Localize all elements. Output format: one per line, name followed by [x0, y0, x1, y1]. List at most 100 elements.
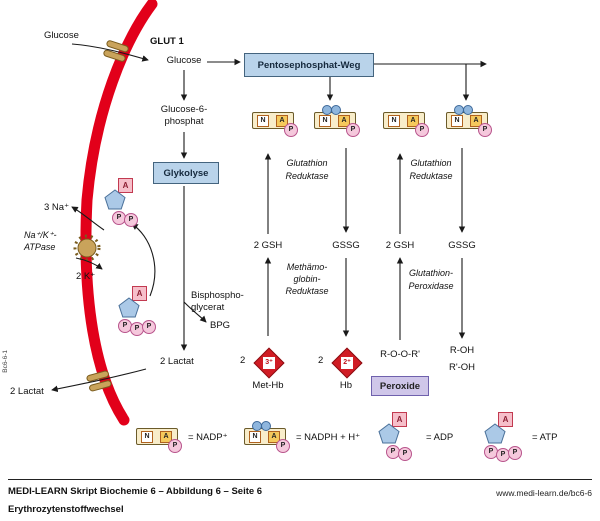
- label-glucose-out: Glucose: [44, 30, 79, 41]
- hydrogen-dot: [331, 105, 341, 115]
- phosphate-circle: P: [124, 213, 138, 227]
- adenine-card: A: [132, 286, 147, 301]
- enzyme-glutathion-reduktase-1b: Reduktase: [285, 171, 329, 181]
- phosphate-circle: P: [142, 320, 156, 334]
- nicotinamide-box: N: [388, 115, 400, 127]
- phosphate-circle: P: [398, 447, 412, 461]
- arrow-to-bpg: [183, 301, 207, 323]
- label-bisphospho-1: Bisphospho-: [191, 290, 244, 301]
- nicotinamide-box: N: [319, 115, 331, 127]
- enzyme-methb-reduktase-a: Methämo-: [286, 262, 328, 272]
- adenine-card: A: [498, 412, 513, 427]
- label-lactat-out: 2 Lactat: [10, 386, 44, 397]
- adp-icon: A P P: [102, 178, 148, 227]
- label-atpase-1: Na⁺/K⁺-: [24, 230, 57, 240]
- phosphate-circle: P: [496, 448, 510, 462]
- enzyme-glutathion-reduktase-2a: Glutathion: [410, 158, 452, 168]
- phosphate-circle: P: [478, 123, 492, 137]
- ribose-pentagon: [378, 423, 400, 444]
- label-gsh-1: 2 GSH: [253, 240, 283, 251]
- label-g6p-2: phosphat: [164, 116, 204, 127]
- glut1-transporter: [103, 40, 129, 62]
- phosphate-circle: P: [508, 446, 522, 460]
- label-gsh-2: 2 GSH: [385, 240, 415, 251]
- legend-atp-icon: A P P P: [482, 412, 528, 462]
- label-roh: R-OH: [449, 345, 475, 356]
- na-k-atpase-pump: [73, 234, 101, 262]
- adenine-box: A: [470, 115, 482, 127]
- lactate-transporter: [86, 370, 112, 392]
- legend-nadp-icon: N A P: [136, 428, 182, 453]
- label-methb: Met-Hb: [252, 380, 284, 391]
- nicotinamide-box: N: [141, 431, 153, 443]
- phosphate-circle: P: [415, 123, 429, 137]
- pentosephosphat-box: Pentosephosphat-Weg: [244, 53, 374, 77]
- ribose-pentagon: [484, 423, 506, 444]
- adenine-box: A: [160, 431, 172, 443]
- adenine-box: A: [276, 115, 288, 127]
- ribose-pentagon: [118, 297, 140, 318]
- label-3na: 3 Na⁺: [44, 202, 70, 213]
- footer-rule: [8, 479, 592, 480]
- phosphate-circle: P: [130, 322, 144, 336]
- met-hb-diamond: 3⁺: [253, 347, 285, 379]
- footer-title: MEDI-LEARN Skript Biochemie 6 – Abbildun…: [8, 486, 263, 497]
- arrow-na-out: [71, 206, 105, 231]
- nadp-icon-1: N A P: [252, 112, 298, 137]
- phosphate-circle: P: [168, 439, 182, 453]
- legend-nadph-label: = NADPH + H⁺: [296, 432, 361, 443]
- legend-adp-icon: A P P: [376, 412, 422, 461]
- label-peroxid-substrate: R-O-O-R': [380, 349, 420, 360]
- hb-count: 2: [318, 355, 324, 366]
- label-r2oh: R'-OH: [448, 362, 476, 373]
- legend-adp-label: = ADP: [426, 432, 454, 443]
- enzyme-glutathion-reduktase-1a: Glutathion: [286, 158, 328, 168]
- hb-diamond: 2⁺: [331, 347, 363, 379]
- legend-nadph-icon: N A P: [244, 421, 290, 453]
- adenine-card: A: [392, 412, 407, 427]
- iron-charge: 3⁺: [262, 356, 276, 370]
- phosphate-circle: P: [346, 123, 360, 137]
- peroxide-box: Peroxide: [371, 376, 429, 396]
- label-gssg-2: GSSG: [448, 240, 476, 251]
- atp-icon: A P P P: [116, 286, 162, 336]
- footer-url: www.medi-learn.de/bc6-6: [496, 488, 592, 498]
- arrow-atp-to-adp: [131, 223, 156, 297]
- label-lactat-in: 2 Lactat: [160, 356, 194, 367]
- phosphate-circle: P: [284, 123, 298, 137]
- enzyme-glutathion-reduktase-2b: Reduktase: [409, 171, 453, 181]
- label-gssg-1: GSSG: [332, 240, 360, 251]
- methb-count: 2: [240, 355, 246, 366]
- glykolyse-box: Glykolyse: [153, 162, 219, 184]
- enzyme-methb-reduktase-c: Reduktase: [285, 286, 329, 296]
- arrow-lactat-out: [51, 368, 147, 393]
- label-hb: Hb: [339, 380, 353, 391]
- nadph-icon-1: N A P: [314, 105, 360, 137]
- nicotinamide-box: N: [257, 115, 269, 127]
- enzyme-glutathion-peroxidase-b: Peroxidase: [408, 281, 454, 291]
- enzyme-glutathion-peroxidase-a: Glutathion-: [408, 268, 454, 278]
- nadp-icon-2: N A P: [383, 112, 429, 137]
- label-2k: 2 K⁺: [76, 271, 96, 282]
- legend-nadp-label: = NADP⁺: [188, 432, 228, 443]
- iron-charge: 2⁺: [340, 356, 354, 370]
- adenine-box: A: [407, 115, 419, 127]
- nicotinamide-box: N: [451, 115, 463, 127]
- arrow-glucose-in: [71, 43, 149, 62]
- enzyme-methb-reduktase-b: globin-: [293, 274, 321, 284]
- figure-code: Bc6-6-1: [2, 350, 9, 373]
- adenine-box: A: [268, 431, 280, 443]
- hydrogen-dot: [261, 421, 271, 431]
- label-glut1: GLUT 1: [150, 36, 184, 47]
- legend-atp-label: = ATP: [532, 432, 558, 443]
- nicotinamide-box: N: [249, 431, 261, 443]
- phosphate-circle: P: [386, 445, 400, 459]
- nadph-icon-2: N A P: [446, 105, 492, 137]
- label-bisphospho-2: glycerat: [191, 302, 225, 313]
- footer-subtitle: Erythrozytenstoffwechsel: [8, 504, 124, 515]
- hydrogen-dot: [463, 105, 473, 115]
- arrow-k-in: [75, 257, 103, 270]
- adenine-box: A: [338, 115, 350, 127]
